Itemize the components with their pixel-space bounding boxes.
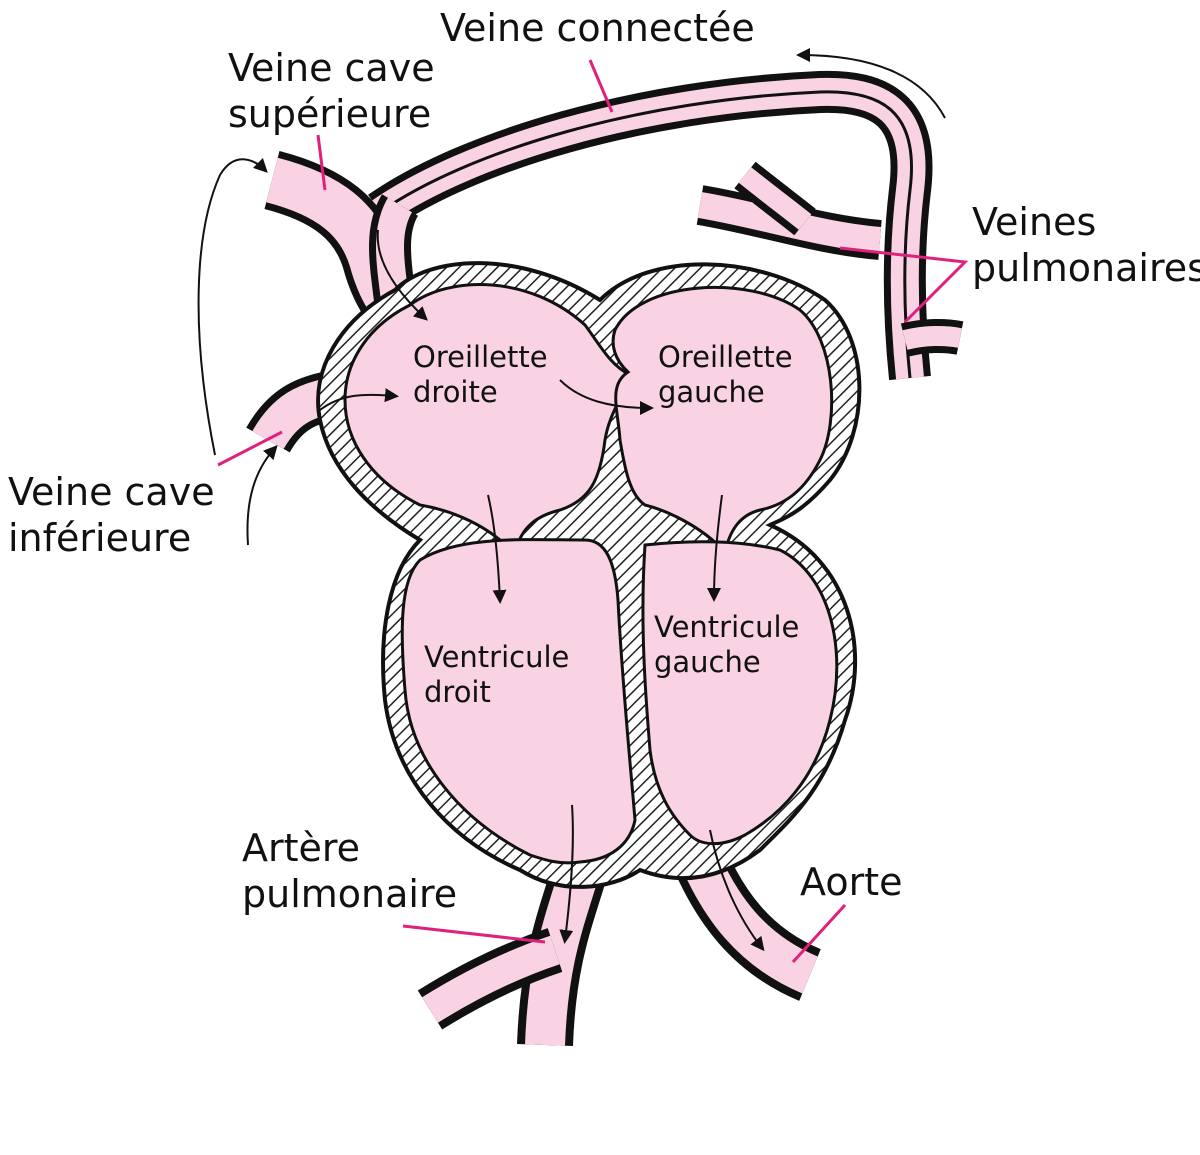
flow-arrow-icon: [559, 379, 654, 415]
leader-veine-cave-inf: [217, 430, 283, 467]
left-ventricle: [641, 540, 839, 846]
left-atrium: [611, 285, 834, 556]
label-oreillette-gauche: Oreillette gauche: [658, 340, 793, 409]
flow-arrow-icon: [796, 48, 946, 119]
right-ventricle: [400, 538, 637, 865]
flow-arrow-icon: [246, 445, 278, 546]
label-veines-pulmonaires: Veines pulmonaires: [972, 200, 1200, 290]
label-veine-cave-inferieure: Veine cave inférieure: [8, 470, 215, 560]
label-aorte: Aorte: [800, 860, 903, 904]
label-veine-connectee: Veine connectée: [440, 6, 755, 50]
label-oreillette-droite: Oreillette droite: [413, 340, 548, 409]
right-atrium: [343, 283, 632, 559]
flow-arrow-icon: [707, 494, 723, 602]
leader-veines-pulmonaires: [839, 246, 969, 324]
flow-arrow-icon: [376, 229, 428, 321]
leader-veine-cave-sup: [316, 134, 327, 191]
flow-arrow-icon: [709, 829, 765, 952]
label-artere-pulmonaire: Artère pulmonaire: [242, 826, 458, 916]
leader-aorte: [791, 903, 847, 964]
label-ventricule-droit: Ventricule droit: [424, 640, 570, 709]
flow-arrow-icon: [319, 388, 399, 411]
leader-artere-pulmonaire: [402, 924, 546, 944]
flow-arrows: [197, 48, 946, 952]
flow-arrow-icon: [197, 157, 268, 456]
leader-lines: [217, 59, 969, 964]
leader-veine-connectee: [588, 59, 614, 113]
heart: [316, 261, 862, 889]
label-veine-cave-superieure: Veine cave supérieure: [228, 46, 435, 136]
flow-arrow-icon: [487, 494, 507, 604]
label-ventricule-gauche: Ventricule gauche: [654, 610, 800, 679]
flow-arrow-icon: [559, 804, 574, 944]
